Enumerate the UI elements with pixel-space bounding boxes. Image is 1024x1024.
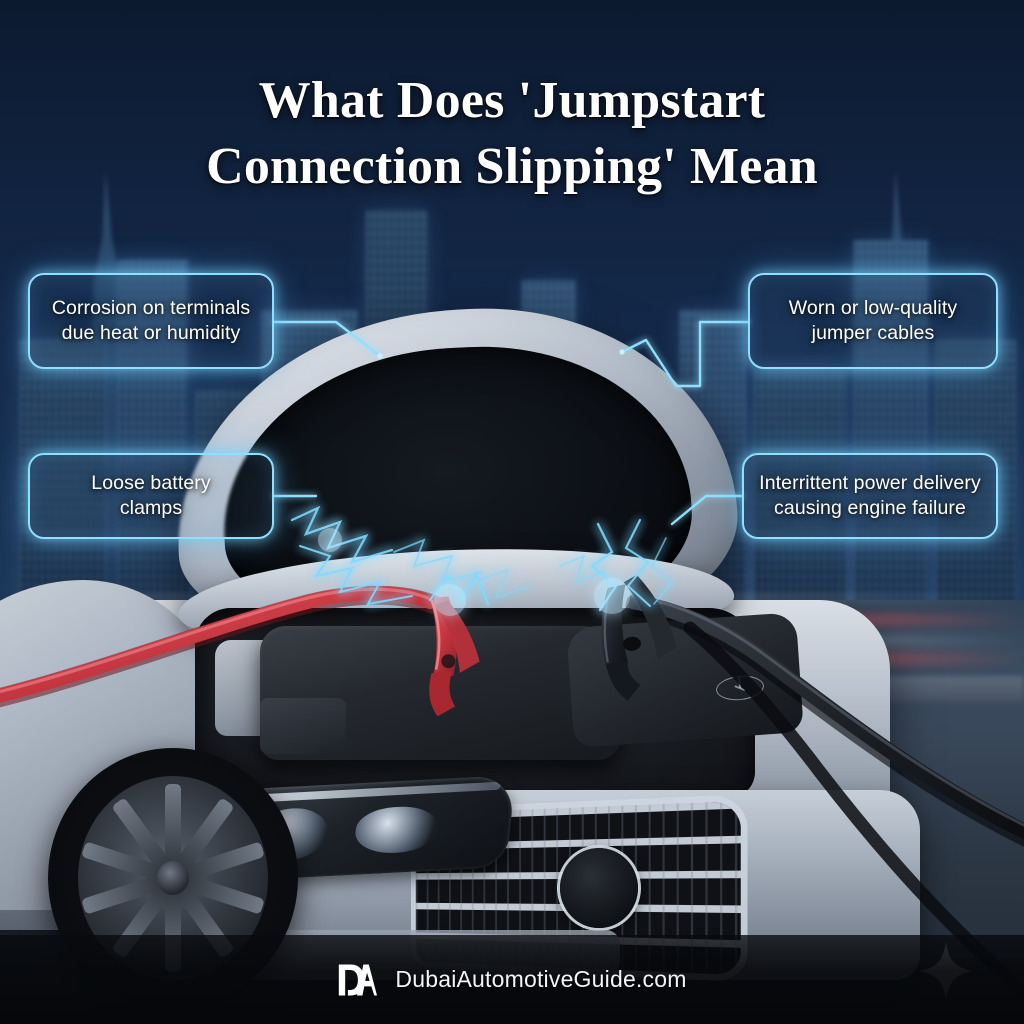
- footer-bar: DubaiAutomotiveGuide.com: [0, 935, 1024, 1024]
- callout-line-2: clamps: [119, 497, 183, 519]
- callout-corrosion-on-terminals[interactable]: Corrosion on terminals due heat or humid…: [28, 273, 274, 369]
- tower: [936, 340, 1016, 640]
- dubai-automotive-guide-logo-icon: [339, 964, 378, 995]
- page-title: What Does 'Jumpstart Connection Slipping…: [0, 68, 1024, 200]
- callout-line-1: Corrosion on terminals: [51, 297, 251, 320]
- callout-line-2: due heat or humidity: [61, 322, 241, 344]
- callout-line-1: Worn or low-quality: [788, 297, 958, 320]
- callout-text: Worn or low-quality jumper cables: [789, 296, 957, 346]
- callout-text: Corrosion on terminals due heat or humid…: [52, 296, 250, 346]
- callout-line-2: jumper cables: [811, 322, 935, 344]
- battery-box: [260, 698, 346, 754]
- title-line-1: What Does 'Jumpstart: [258, 72, 766, 129]
- callout-line-1: Loose battery: [91, 472, 211, 495]
- callout-intermittent-power-delivery[interactable]: Interrittent power delivery causing engi…: [742, 453, 998, 539]
- callout-line-2: causing engine failure: [774, 497, 966, 519]
- callout-worn-jumper-cables[interactable]: Worn or low-quality jumper cables: [748, 273, 998, 369]
- callout-text: Interrittent power delivery causing engi…: [759, 471, 981, 521]
- brand-emblem: [560, 848, 638, 928]
- engine-cover-secondary: [566, 612, 804, 748]
- callout-line-1: Interrittent power delivery: [759, 472, 981, 495]
- callout-text: Loose battery clamps: [91, 471, 210, 521]
- callout-loose-battery-clamps[interactable]: Loose battery clamps: [28, 453, 274, 539]
- title-line-2: Connection Slipping' Mean: [206, 138, 818, 196]
- site-url[interactable]: DubaiAutomotiveGuide.com: [395, 966, 687, 992]
